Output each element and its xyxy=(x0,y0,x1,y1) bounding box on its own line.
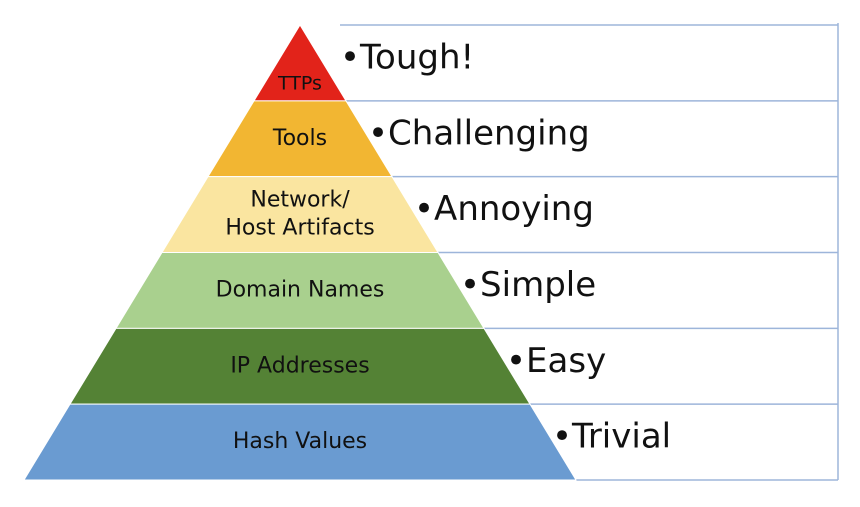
difficulty-simple: •Simple xyxy=(460,265,596,305)
difficulty-list: •Tough! •Challenging •Annoying •Simple •Easy… xyxy=(340,37,671,456)
tier-label-network-host-artifacts: Host Artifacts xyxy=(225,216,374,241)
difficulty-annoying: •Annoying xyxy=(414,189,594,229)
tier-hash-values xyxy=(23,403,577,481)
pyramid-tiers xyxy=(23,24,577,481)
tier-label-domain-names: Domain Names xyxy=(216,277,385,302)
tier-label-hash-values: Hash Values xyxy=(233,429,367,454)
tier-label-network-host-artifacts: Network/ xyxy=(250,188,350,213)
difficulty-easy: •Easy xyxy=(506,341,606,381)
tier-label-ip-addresses: IP Addresses xyxy=(230,353,369,378)
difficulty-challenging: •Challenging xyxy=(368,113,590,153)
difficulty-tough: •Tough! xyxy=(340,37,474,77)
difficulty-trivial: •Trivial xyxy=(552,417,671,457)
tier-label-tools: Tools xyxy=(272,126,327,151)
divider-lines xyxy=(340,23,839,481)
tier-label-ttps: TTPs xyxy=(277,73,322,95)
